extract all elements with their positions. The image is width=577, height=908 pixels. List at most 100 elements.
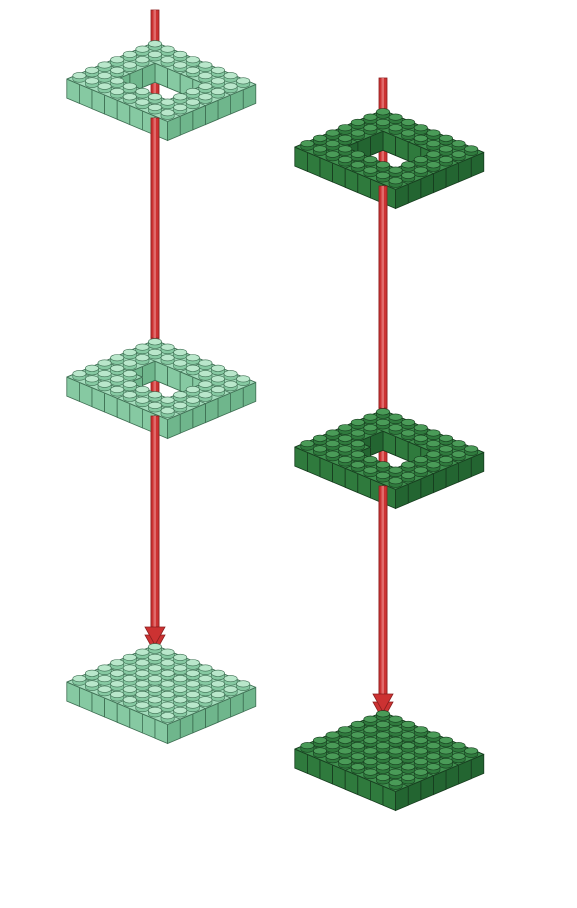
- stud: [237, 681, 250, 687]
- stud: [376, 732, 389, 738]
- stud: [339, 146, 352, 152]
- stud: [414, 748, 427, 754]
- stud: [414, 135, 427, 141]
- stud: [439, 456, 452, 462]
- layer-frame-with-notch-light: [67, 339, 256, 439]
- stud: [73, 370, 86, 376]
- stud: [402, 764, 415, 770]
- stud: [73, 72, 86, 78]
- stud: [136, 88, 149, 94]
- stud: [376, 119, 389, 125]
- stud: [313, 737, 326, 743]
- stud: [389, 727, 402, 733]
- stud: [123, 83, 136, 89]
- stud: [161, 57, 174, 63]
- stud: [111, 67, 124, 73]
- stud: [186, 365, 199, 371]
- stud: [123, 51, 136, 57]
- stud: [351, 753, 364, 759]
- stud: [376, 462, 389, 468]
- stud: [364, 769, 377, 775]
- assembly-arrow-segment: [373, 486, 393, 712]
- stud: [389, 425, 402, 431]
- stud: [136, 397, 149, 403]
- stud: [111, 681, 124, 687]
- stud: [389, 758, 402, 764]
- stud: [148, 41, 161, 47]
- stud: [199, 392, 212, 398]
- stud: [389, 478, 402, 484]
- stud: [465, 146, 478, 152]
- stud: [73, 675, 86, 681]
- stud: [123, 654, 136, 660]
- stud: [148, 339, 161, 345]
- stud: [85, 78, 98, 84]
- stud: [339, 425, 352, 431]
- stud: [199, 370, 212, 376]
- stud: [199, 381, 212, 387]
- stud: [351, 162, 364, 168]
- stud: [199, 62, 212, 68]
- stud: [414, 456, 427, 462]
- stud: [148, 654, 161, 660]
- stud: [402, 472, 415, 478]
- stud: [199, 675, 212, 681]
- stud: [199, 72, 212, 78]
- stud: [376, 753, 389, 759]
- stud: [402, 753, 415, 759]
- stud: [427, 130, 440, 136]
- stud: [326, 732, 339, 738]
- stud: [427, 140, 440, 146]
- stud: [174, 707, 187, 713]
- stud: [414, 758, 427, 764]
- stud: [427, 753, 440, 759]
- layer-frame-dark: [295, 109, 484, 209]
- stud: [414, 125, 427, 131]
- stud: [427, 764, 440, 770]
- stud: [313, 748, 326, 754]
- arrow-highlight: [154, 118, 157, 338]
- stud: [402, 130, 415, 136]
- stud: [161, 681, 174, 687]
- stud: [136, 670, 149, 676]
- stud: [136, 57, 149, 63]
- stud: [111, 670, 124, 676]
- stud: [376, 172, 389, 178]
- stud: [123, 370, 136, 376]
- stud: [376, 419, 389, 425]
- stud: [174, 51, 187, 57]
- stud: [326, 451, 339, 457]
- stud: [174, 94, 187, 100]
- stud: [174, 686, 187, 692]
- stud: [427, 162, 440, 168]
- stud: [452, 753, 465, 759]
- stud: [402, 462, 415, 468]
- stud: [439, 146, 452, 152]
- stud: [148, 686, 161, 692]
- stud: [389, 467, 402, 473]
- stud: [161, 713, 174, 719]
- stud: [326, 440, 339, 446]
- stud: [161, 46, 174, 52]
- stud: [439, 135, 452, 141]
- stud: [326, 753, 339, 759]
- stud: [389, 737, 402, 743]
- stud: [186, 88, 199, 94]
- stud: [389, 114, 402, 120]
- stud: [186, 691, 199, 697]
- stud: [402, 162, 415, 168]
- stud: [161, 702, 174, 708]
- stud: [136, 660, 149, 666]
- stud: [427, 430, 440, 436]
- layer-frame-with-notch-dark: [295, 409, 484, 509]
- stud: [339, 456, 352, 462]
- stud: [85, 670, 98, 676]
- stud: [427, 451, 440, 457]
- stud: [111, 57, 124, 63]
- stud: [402, 419, 415, 425]
- stud: [174, 402, 187, 408]
- stud: [174, 62, 187, 68]
- stud: [339, 435, 352, 441]
- stud: [427, 151, 440, 157]
- stud: [111, 376, 124, 382]
